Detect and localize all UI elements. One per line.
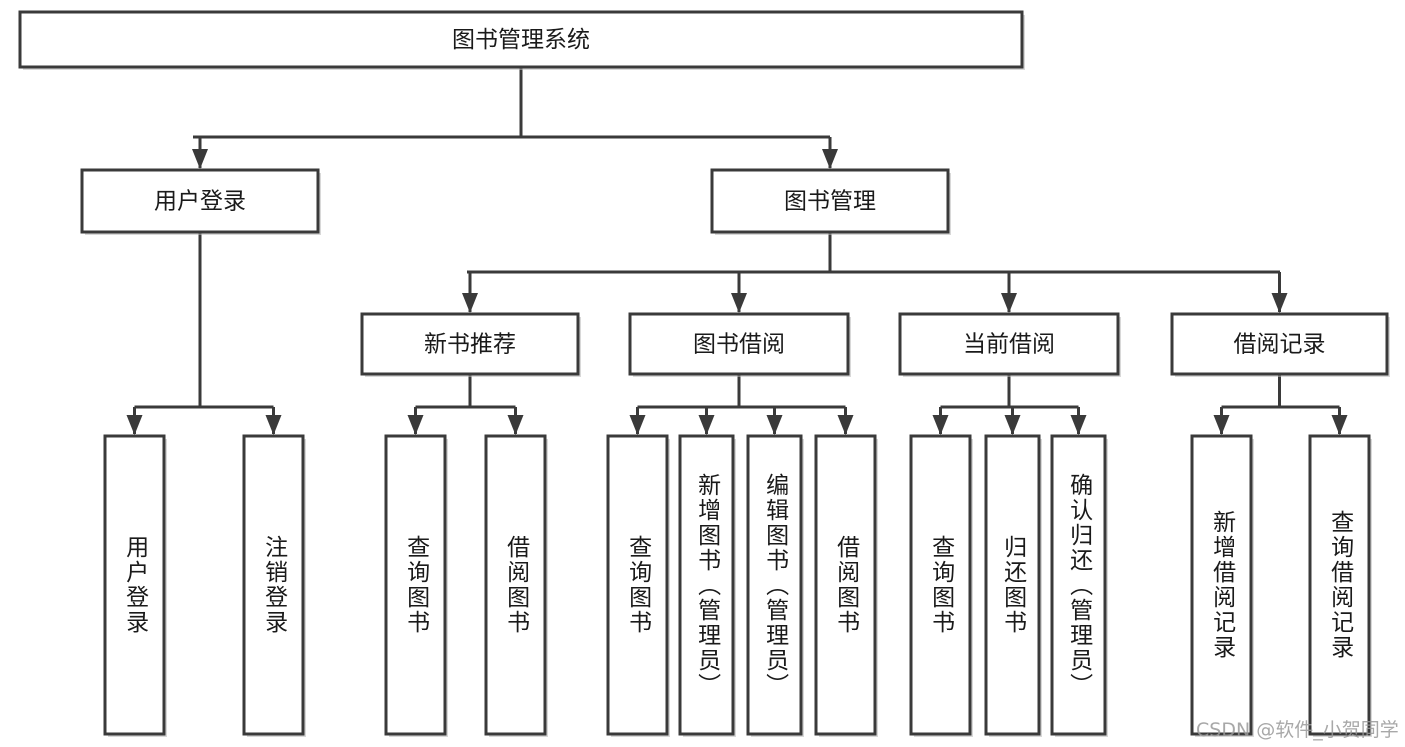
arrow-head-icon-leaf-bb-edit-book: [766, 415, 783, 435]
node-box-book-borrow[interactable]: [628, 312, 850, 376]
arrow-head-icon-leaf-bb-borrow-book: [837, 415, 854, 435]
node-box-leaf-bb-edit-book[interactable]: [746, 434, 803, 736]
node-label-root: 图书管理系统: [452, 27, 590, 53]
arrow-head-icon-book-borrow: [731, 293, 747, 313]
node-box-borrow-record[interactable]: [1170, 312, 1389, 376]
arrow-head-icon-leaf-br-query-record: [1331, 415, 1348, 435]
node-box-leaf-logout[interactable]: [242, 434, 305, 736]
arrow-head-icon-leaf-logout: [265, 415, 282, 435]
node-box-current-borrow[interactable]: [898, 312, 1120, 376]
node-label-new-book-rec: 新书推荐: [424, 332, 516, 358]
arrow-head-icon-leaf-cb-return-book: [1004, 415, 1021, 435]
node-box-leaf-user-login[interactable]: [103, 434, 166, 736]
node-label-book-manage: 图书管理: [784, 189, 876, 215]
node-box-leaf-bb-query-book[interactable]: [606, 434, 669, 736]
node-box-leaf-bb-add-book[interactable]: [678, 434, 735, 736]
arrow-head-icon-current-borrow: [1001, 293, 1017, 313]
arrow-head-icon-book-manage: [822, 149, 838, 169]
arrow-head-icon-leaf-cb-query-book: [932, 415, 949, 435]
arrow-head-icon-new-book-rec: [462, 293, 478, 313]
arrow-head-icon-leaf-rec-query-book: [407, 415, 424, 435]
node-box-leaf-rec-borrow-book[interactable]: [484, 434, 547, 736]
arrow-head-icon-borrow-record: [1271, 293, 1288, 313]
node-box-new-book-rec[interactable]: [360, 312, 580, 376]
node-label-book-borrow: 图书借阅: [693, 332, 785, 358]
node-box-leaf-cb-confirm-return[interactable]: [1050, 434, 1107, 736]
arrow-head-icon-leaf-rec-borrow-book: [507, 415, 524, 435]
arrow-head-icon-leaf-br-add-record: [1213, 415, 1230, 435]
connector-layer: [126, 67, 1348, 435]
node-label-user-login: 用户登录: [154, 189, 246, 215]
node-box-user-login[interactable]: [80, 168, 320, 234]
node-box-leaf-br-add-record[interactable]: [1190, 434, 1253, 736]
node-box-leaf-rec-query-book[interactable]: [384, 434, 447, 736]
node-box-leaf-bb-borrow-book[interactable]: [814, 434, 877, 736]
arrow-head-icon-leaf-bb-query-book: [629, 415, 646, 435]
arrow-head-icon-leaf-bb-add-book: [698, 415, 715, 435]
node-box-book-manage[interactable]: [710, 168, 950, 234]
node-box-leaf-br-query-record[interactable]: [1308, 434, 1371, 736]
csdn-watermark: CSDN @软件_小贺同学: [1196, 719, 1399, 741]
node-box-leaf-cb-return-book[interactable]: [984, 434, 1041, 736]
arrow-head-icon-leaf-user-login: [126, 415, 143, 435]
node-box-leaf-cb-query-book[interactable]: [909, 434, 972, 736]
node-label-borrow-record: 借阅记录: [1234, 332, 1326, 358]
node-label-current-borrow: 当前借阅: [963, 332, 1055, 358]
arrow-head-icon-user-login: [192, 149, 208, 169]
arrow-head-icon-leaf-cb-confirm-return: [1070, 415, 1087, 435]
node-box-root[interactable]: [18, 10, 1024, 69]
